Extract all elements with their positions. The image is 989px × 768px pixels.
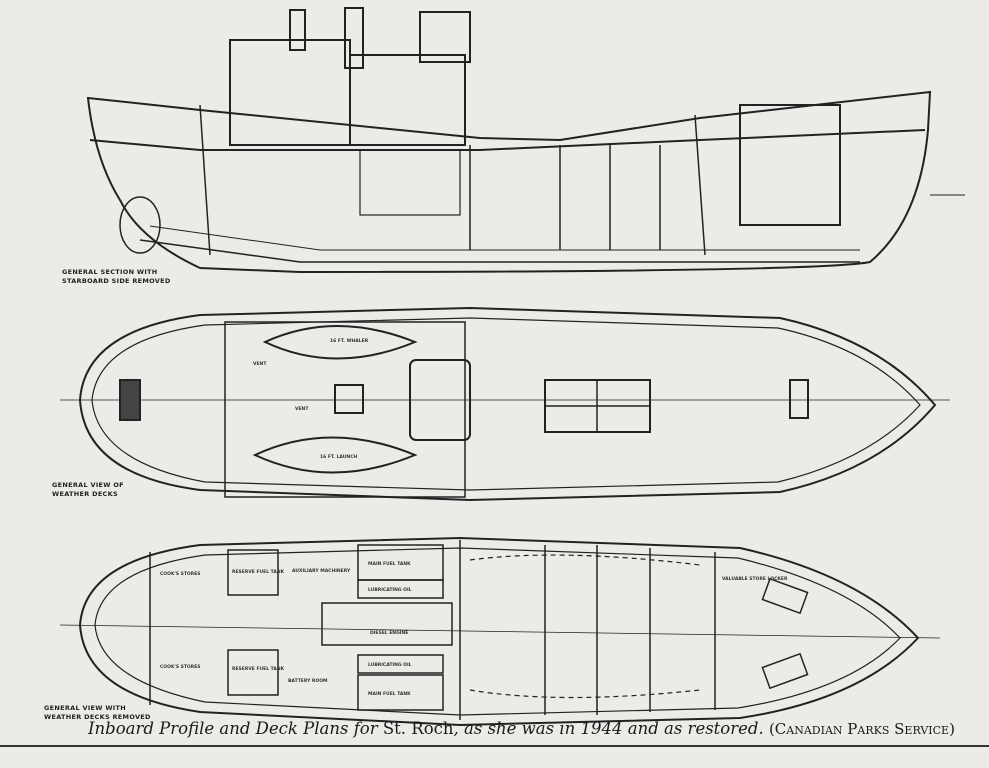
inboard-profile: [86, 7, 965, 274]
profile-label: General section with starboard side remo…: [62, 268, 171, 286]
weather-deck-label-line: General view of: [52, 481, 124, 489]
auxiliary-machinery-label: Auxiliary machinery: [292, 568, 351, 574]
lower-deck-labels: Cook's stores Cook's stores Reserve fuel…: [160, 561, 788, 697]
vent-label: vent: [253, 361, 267, 367]
lower-deck-label: General view with weather decks removed: [44, 704, 151, 722]
weather-deck-plan: [60, 306, 950, 502]
cooks-stores-label: Cook's stores: [160, 571, 201, 577]
reserve-fuel-label: Reserve fuel tank: [232, 666, 285, 672]
diesel-engine-label: Diesel engine: [370, 630, 408, 636]
launch-label: 16 ft. launch: [320, 454, 357, 460]
weather-deck-labels: 16 ft. whaler 16 ft. launch vent vent: [253, 338, 369, 460]
main-fuel-tank-label: Main fuel tank: [368, 691, 411, 697]
lubricating-oil-label: Lubricating oil: [368, 587, 412, 593]
reserve-fuel-label: Reserve fuel tank: [232, 569, 285, 575]
lower-deck-plan: [59, 536, 941, 727]
weather-deck-label-line: weather decks: [52, 490, 118, 498]
profile-label-line: starboard side removed: [62, 277, 171, 285]
lubricating-oil-label: Lubricating oil: [368, 662, 412, 668]
vent-label: vent: [295, 406, 309, 412]
figure-caption: Inboard Profile and Deck Plans for St. R…: [88, 719, 955, 738]
lower-deck-label-line: General view with: [44, 704, 126, 712]
caption-text: , as she was in 1944 and as restored.: [453, 719, 764, 738]
whaler-label: 16 ft. whaler: [330, 338, 369, 344]
battery-room-label: Battery room: [288, 678, 328, 684]
main-fuel-tank-label: Main fuel tank: [368, 561, 411, 567]
caption-rule: [0, 745, 989, 747]
caption-text: Inboard Profile and Deck Plans for: [88, 719, 383, 738]
caption-credit: (Canadian Parks Service): [768, 720, 955, 738]
valuable-store-locker-label: Valuable store locker: [722, 576, 788, 582]
caption-ship-name: St. Roch: [382, 719, 454, 738]
profile-label-line: General section with: [62, 268, 158, 276]
weather-deck-label: General view of weather decks: [52, 481, 124, 499]
lower-deck-label-line: weather decks removed: [44, 713, 151, 721]
cooks-stores-label: Cook's stores: [160, 664, 201, 670]
